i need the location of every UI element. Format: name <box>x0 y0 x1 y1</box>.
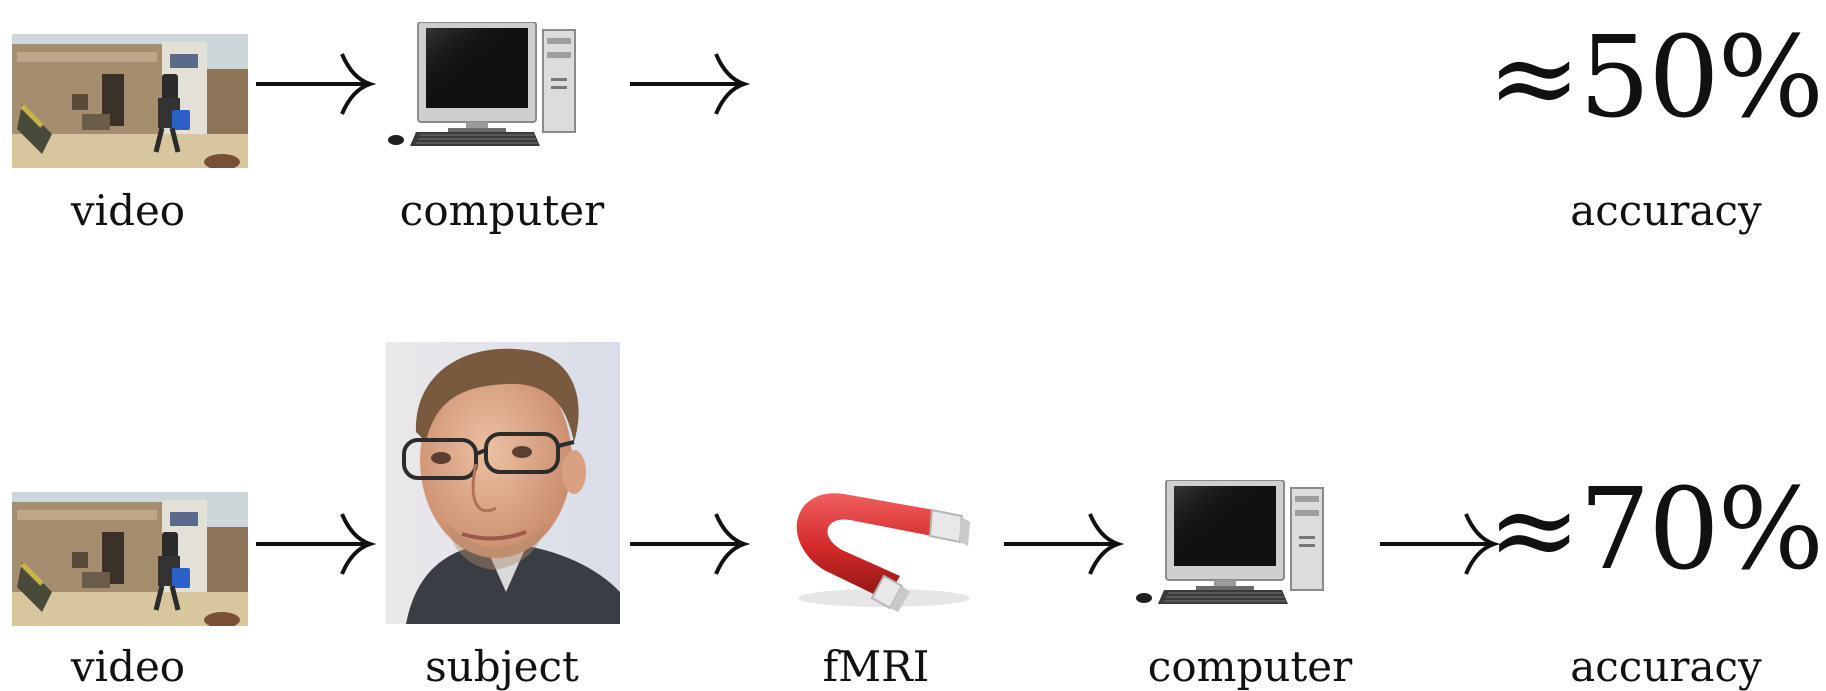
label-fmri: fMRI <box>822 642 930 691</box>
video-frame-icon <box>12 492 248 626</box>
desktop-computer-icon <box>1136 480 1348 608</box>
right-arrow-icon <box>1004 513 1125 575</box>
person-portrait-icon <box>386 342 620 624</box>
video-frame-icon <box>12 34 248 168</box>
right-arrow-icon <box>256 513 377 575</box>
right-arrow-icon <box>256 53 377 115</box>
label-video: video <box>70 642 186 691</box>
row-brain: ≈70% video subject fMRI computer accurac… <box>0 330 1826 690</box>
accuracy-value: ≈50% <box>1487 13 1824 143</box>
label-accuracy: accuracy <box>1570 186 1762 235</box>
label-video: video <box>70 186 186 235</box>
row-baseline: ≈50% video computer accuracy <box>0 0 1826 240</box>
label-computer: computer <box>1147 642 1353 691</box>
label-accuracy: accuracy <box>1570 642 1762 691</box>
right-arrow-icon <box>630 53 751 115</box>
label-subject: subject <box>425 642 579 691</box>
desktop-computer-icon <box>388 22 600 150</box>
horseshoe-magnet-icon <box>796 493 970 612</box>
accuracy-value: ≈70% <box>1487 465 1824 595</box>
right-arrow-icon <box>630 513 751 575</box>
right-arrow-icon <box>1380 513 1501 575</box>
label-computer: computer <box>399 186 605 235</box>
